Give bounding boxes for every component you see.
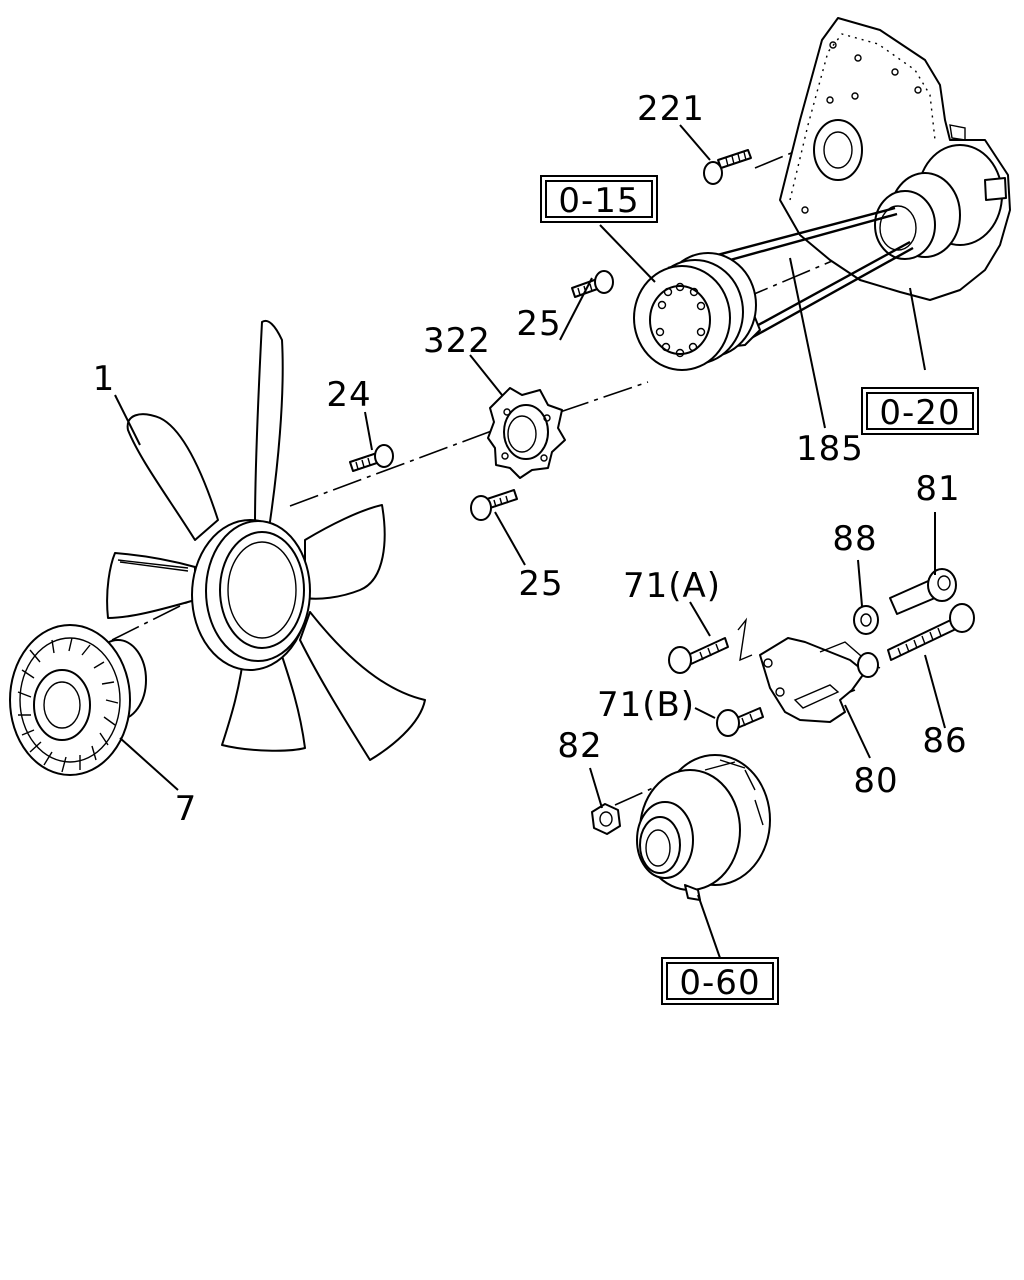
callout-7: 7 bbox=[175, 789, 198, 829]
bolt-71b bbox=[716, 707, 764, 737]
fan-clutch bbox=[9, 624, 147, 776]
callout-81: 81 bbox=[915, 469, 960, 509]
ref-box-0-60[interactable]: 0-60 bbox=[661, 957, 779, 1005]
cooling-fan bbox=[106, 320, 426, 761]
callout-25-upper: 25 bbox=[516, 304, 561, 344]
bolt-71a bbox=[668, 637, 729, 674]
fan-hub-322 bbox=[487, 387, 566, 479]
washer-88 bbox=[853, 605, 879, 635]
callout-185: 185 bbox=[796, 429, 864, 469]
callout-88: 88 bbox=[832, 519, 877, 559]
callout-71b: 71(B) bbox=[597, 685, 695, 725]
callout-221: 221 bbox=[637, 89, 705, 129]
callout-82: 82 bbox=[557, 726, 602, 766]
callout-24: 24 bbox=[326, 375, 371, 415]
ref-label-0-20: 0-20 bbox=[879, 393, 960, 433]
nut-82 bbox=[591, 803, 621, 835]
bolt-25-upper bbox=[571, 270, 614, 298]
bolt-25-lower bbox=[470, 489, 518, 521]
callout-80: 80 bbox=[853, 761, 898, 801]
bolt-86 bbox=[887, 603, 975, 661]
callout-71a: 71(A) bbox=[623, 566, 721, 606]
alternator-bracket bbox=[737, 617, 881, 723]
leader-lines bbox=[114, 124, 946, 959]
callout-86: 86 bbox=[922, 721, 967, 761]
callout-322: 322 bbox=[423, 321, 491, 361]
ref-label-0-15: 0-15 bbox=[558, 181, 639, 221]
callout-25-lower: 25 bbox=[518, 564, 563, 604]
bolt-24 bbox=[349, 444, 394, 472]
bolt-221 bbox=[703, 149, 752, 185]
ref-box-0-20[interactable]: 0-20 bbox=[861, 387, 979, 435]
ref-label-0-60: 0-60 bbox=[679, 963, 760, 1003]
callout-1: 1 bbox=[93, 359, 116, 399]
ref-box-0-15[interactable]: 0-15 bbox=[540, 175, 658, 223]
bolt-81 bbox=[889, 568, 957, 615]
alternator bbox=[636, 754, 771, 901]
crankshaft-pulley bbox=[633, 252, 761, 371]
